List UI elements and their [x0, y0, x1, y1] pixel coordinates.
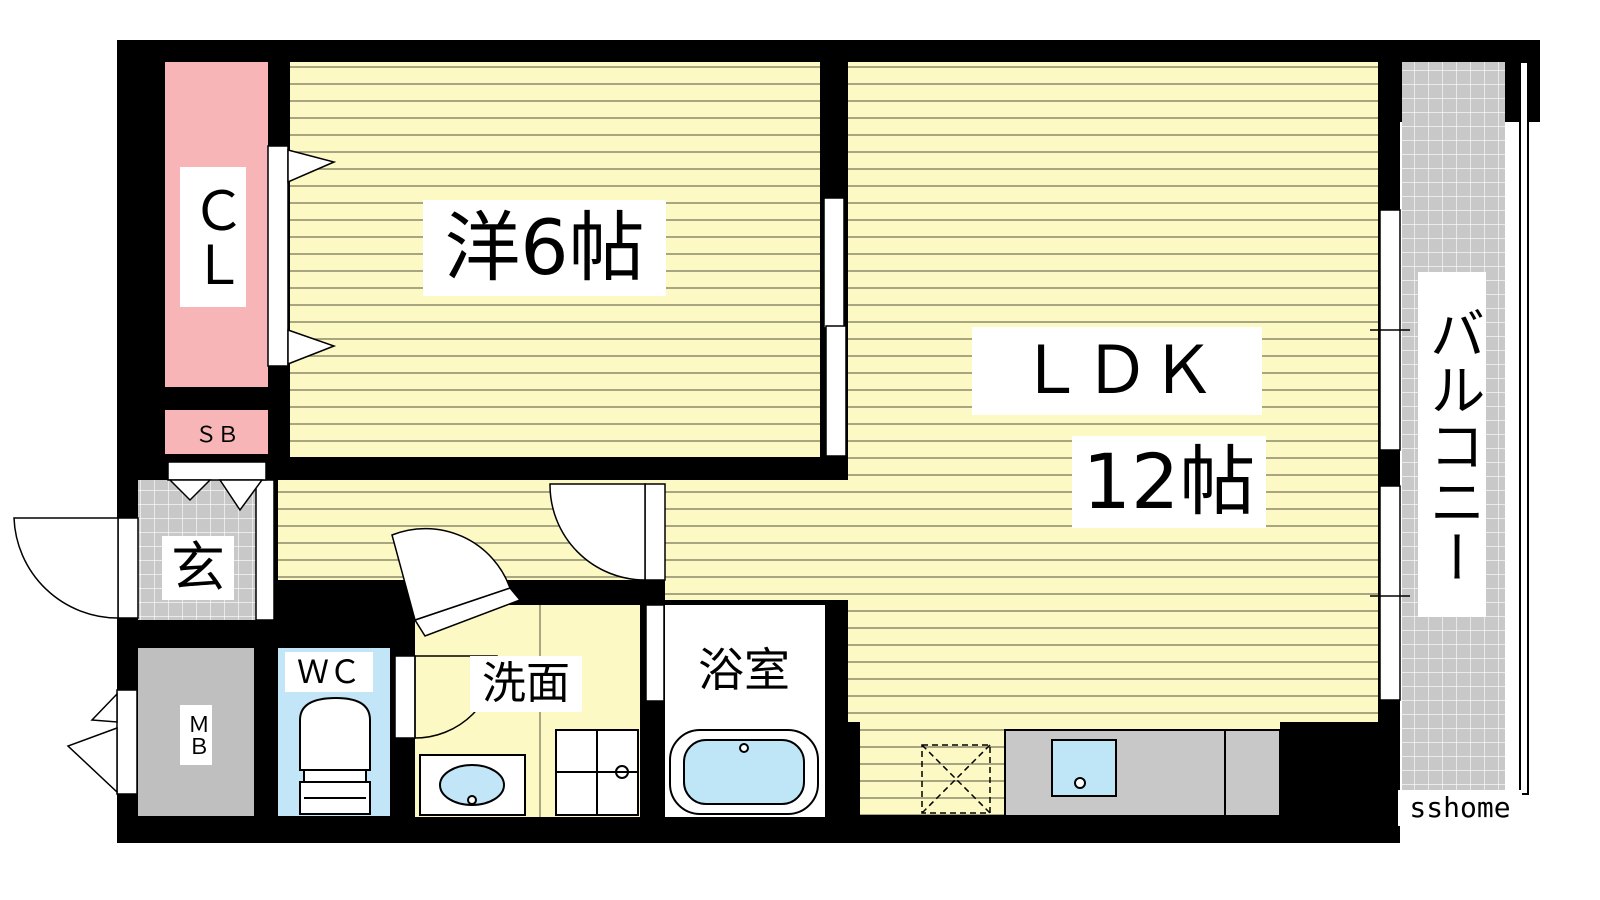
meter-box-label-text: ＭＢ	[184, 713, 209, 757]
closet-label: ＣＬ	[180, 167, 246, 307]
washroom-label: 洗面	[470, 656, 582, 712]
sliding-door-western	[823, 197, 847, 457]
ldk-door	[549, 483, 666, 581]
bathtub	[669, 729, 819, 815]
balcony-label-text: バルコニー	[1420, 304, 1485, 585]
closet-doors	[267, 145, 337, 367]
closet-label-text: ＣＬ	[182, 183, 245, 291]
meter-box-doors	[66, 689, 138, 795]
washing-machine	[555, 729, 639, 816]
entrance-door	[13, 517, 139, 619]
fridge-space	[921, 744, 991, 814]
ldk-size-label: 12帖	[1072, 436, 1266, 528]
toilet-fixture	[299, 696, 371, 815]
bathroom-label: 浴室	[685, 640, 803, 700]
balcony-rail	[1519, 61, 1529, 795]
kitchen-counter	[1004, 729, 1281, 817]
washroom-entry-door	[391, 527, 522, 637]
wash-basin	[419, 754, 526, 816]
entrance-label: 玄	[162, 536, 234, 600]
ldk-label: ＬＤＫ	[972, 327, 1262, 415]
western-room-label: 洋6帖	[423, 200, 666, 296]
balcony-windows	[1370, 209, 1410, 701]
meter-box-label: ＭＢ	[180, 705, 212, 765]
hall-floor-right	[665, 480, 865, 600]
watermark-text: sshome	[1398, 790, 1522, 826]
bathroom-door	[645, 604, 665, 702]
shoe-box-doors	[167, 461, 267, 512]
toilet-label: ＷＣ	[285, 652, 373, 692]
shoe-box-label: ＳＢ	[185, 423, 249, 449]
balcony-label: バルコニー	[1418, 272, 1486, 617]
entrance-step	[255, 479, 275, 621]
